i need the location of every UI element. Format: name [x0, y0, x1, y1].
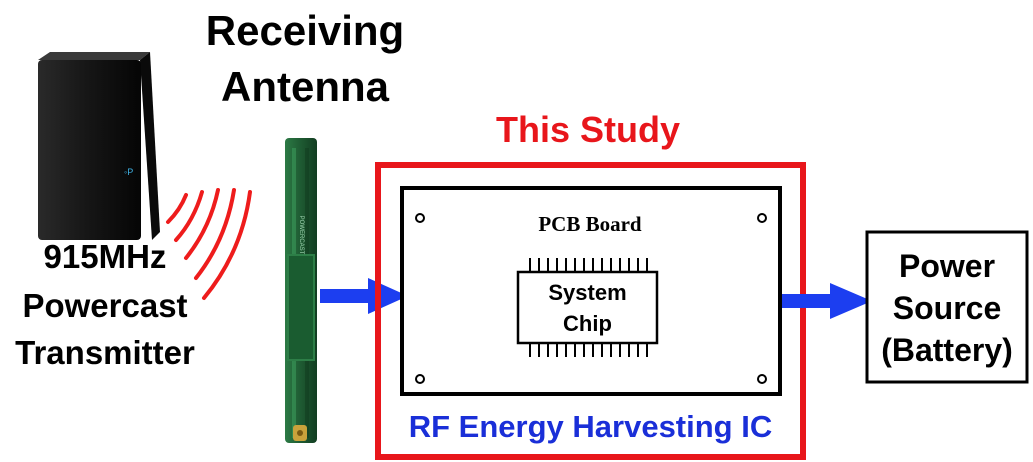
power-source-label-line3: (Battery): [881, 332, 1013, 368]
receiving-antenna-label-line2: Antenna: [221, 63, 389, 110]
power-source-box: [865, 230, 1029, 384]
pcb-board-label: PCB Board: [538, 212, 642, 236]
system-chip-label-line2: Chip: [563, 311, 612, 336]
arrow-antenna-to-ic: [320, 278, 408, 314]
antenna-print-text: POWERCAST: [298, 216, 304, 255]
transmitter-device-icon: ◦P: [38, 52, 160, 240]
transmitter-label-line3: Transmitter: [15, 334, 195, 371]
system-chip-label-line1: System: [548, 280, 627, 305]
this-study-box: [375, 162, 806, 460]
arrow-ic-to-power: [782, 283, 872, 319]
receiving-antenna-label-line1: Receiving: [205, 7, 405, 54]
power-source-label-line2: Source: [892, 290, 1002, 326]
transmitter-label-line1: 915MHz: [43, 238, 167, 275]
rf-energy-harvesting-ic-label: RF Energy Harvesting IC: [408, 409, 773, 444]
svg-text:◦P: ◦P: [124, 167, 133, 177]
pcb-antenna-icon: POWERCAST: [285, 138, 317, 443]
system-chip-icon: [516, 258, 659, 357]
radio-waves-icon: [166, 188, 252, 300]
transmitter-label-line2: Powercast: [22, 287, 188, 324]
power-source-label-line1: Power: [898, 248, 996, 284]
this-study-title: This Study: [495, 109, 680, 150]
